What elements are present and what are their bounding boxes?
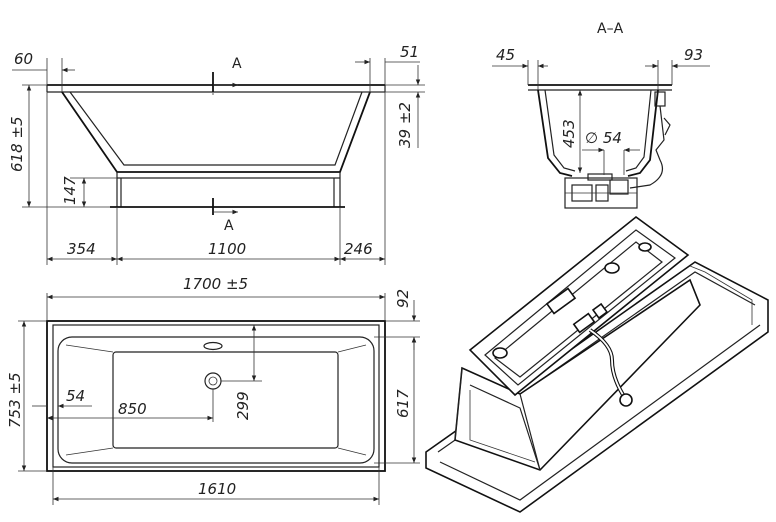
dim-top-length: 1700 ±5 <box>183 275 248 293</box>
cut-marker-top: A <box>232 56 242 72</box>
dim-side-base-height: 147 <box>61 176 79 205</box>
dim-side-right-offset: 246 <box>344 240 373 258</box>
section-label: A–A <box>597 21 624 37</box>
isometric-view <box>425 215 769 513</box>
dim-top-drain-center: 299 <box>234 391 252 420</box>
dim-sec-left-rim: 45 <box>496 46 515 64</box>
cut-marker-bottom: A <box>224 218 234 234</box>
dim-side-base-length: 1100 <box>208 240 246 258</box>
section-view: A–A 45 93 453 <box>492 21 710 209</box>
dim-top-rim: 92 <box>394 289 412 308</box>
top-view: 1700 ±5 92 617 753 ±5 54 850 299 1610 <box>6 275 420 505</box>
dim-side-depth-lip: 39 ±2 <box>396 102 414 148</box>
dim-side-height: 618 ±5 <box>8 116 26 172</box>
dim-sec-drain-diameter: ∅ 54 <box>585 129 622 147</box>
dim-sec-inner-depth: 453 <box>560 119 578 148</box>
dim-top-width: 753 ±5 <box>6 372 24 428</box>
dim-top-inner-length: 1610 <box>198 480 236 498</box>
dim-top-drain-pos: 850 <box>118 400 147 418</box>
dim-side-right-rim: 51 <box>400 43 419 61</box>
dim-top-inner-width: 617 <box>394 389 412 418</box>
dim-side-left-offset: 354 <box>67 240 96 258</box>
dim-sec-right-rim: 93 <box>684 46 703 64</box>
dim-top-drain-edge: 54 <box>66 387 85 405</box>
dim-side-left-rim: 60 <box>14 50 33 68</box>
side-view: A A 60 51 618 ±5 147 39 ±2 <box>8 43 425 265</box>
